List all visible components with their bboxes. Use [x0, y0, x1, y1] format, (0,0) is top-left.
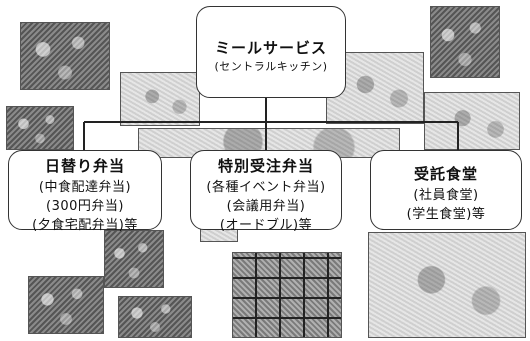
daily-bento-line-3: (夕食宅配弁当)等	[32, 218, 138, 233]
daily-bento-line-1: (中食配達弁当)	[38, 180, 132, 195]
daily-bento-line-2: (300円弁当)	[46, 199, 124, 214]
daily-bento-title: 日替り弁当	[44, 157, 125, 175]
food-photo-top-right-b	[430, 6, 500, 78]
special-bento-line-3: (オードブル)等	[219, 218, 313, 233]
cafeteria-title: 受託食堂	[413, 165, 478, 183]
special-bento-title: 特別受注弁当	[217, 157, 314, 175]
root-title: ミールサービス	[214, 39, 327, 57]
bento-photo-bottom-left-a	[104, 230, 164, 288]
node-special-order-bento: 特別受注弁当 (各種イベント弁当) (会議用弁当) (オードブル)等	[190, 150, 342, 233]
bento-photo-mid-left	[6, 106, 74, 150]
cafeteria-line-1: (社員食堂)	[413, 188, 479, 203]
platter-photo-bottom	[232, 252, 342, 338]
node-daily-bento: 日替り弁当 (中食配達弁当) (300円弁当) (夕食宅配弁当)等	[8, 150, 162, 233]
root-subtitle: (セントラルキッチン)	[214, 60, 328, 73]
node-contract-cafeteria: 受託食堂 (社員食堂) (学生食堂)等	[370, 150, 522, 230]
root-node-meal-service: ミールサービス (セントラルキッチン)	[196, 6, 346, 98]
special-bento-line-1: (各種イベント弁当)	[206, 180, 326, 195]
food-photo-top-center	[120, 72, 200, 126]
cafeteria-line-2: (学生食堂)等	[406, 207, 486, 222]
bento-photo-bottom-left-c	[118, 296, 192, 338]
special-bento-line-2: (会議用弁当)	[226, 199, 306, 214]
bento-photo-bottom-left-b	[28, 276, 104, 334]
bento-photo-top-left	[20, 22, 110, 90]
cafeteria-photo-bottom-right	[368, 232, 526, 338]
